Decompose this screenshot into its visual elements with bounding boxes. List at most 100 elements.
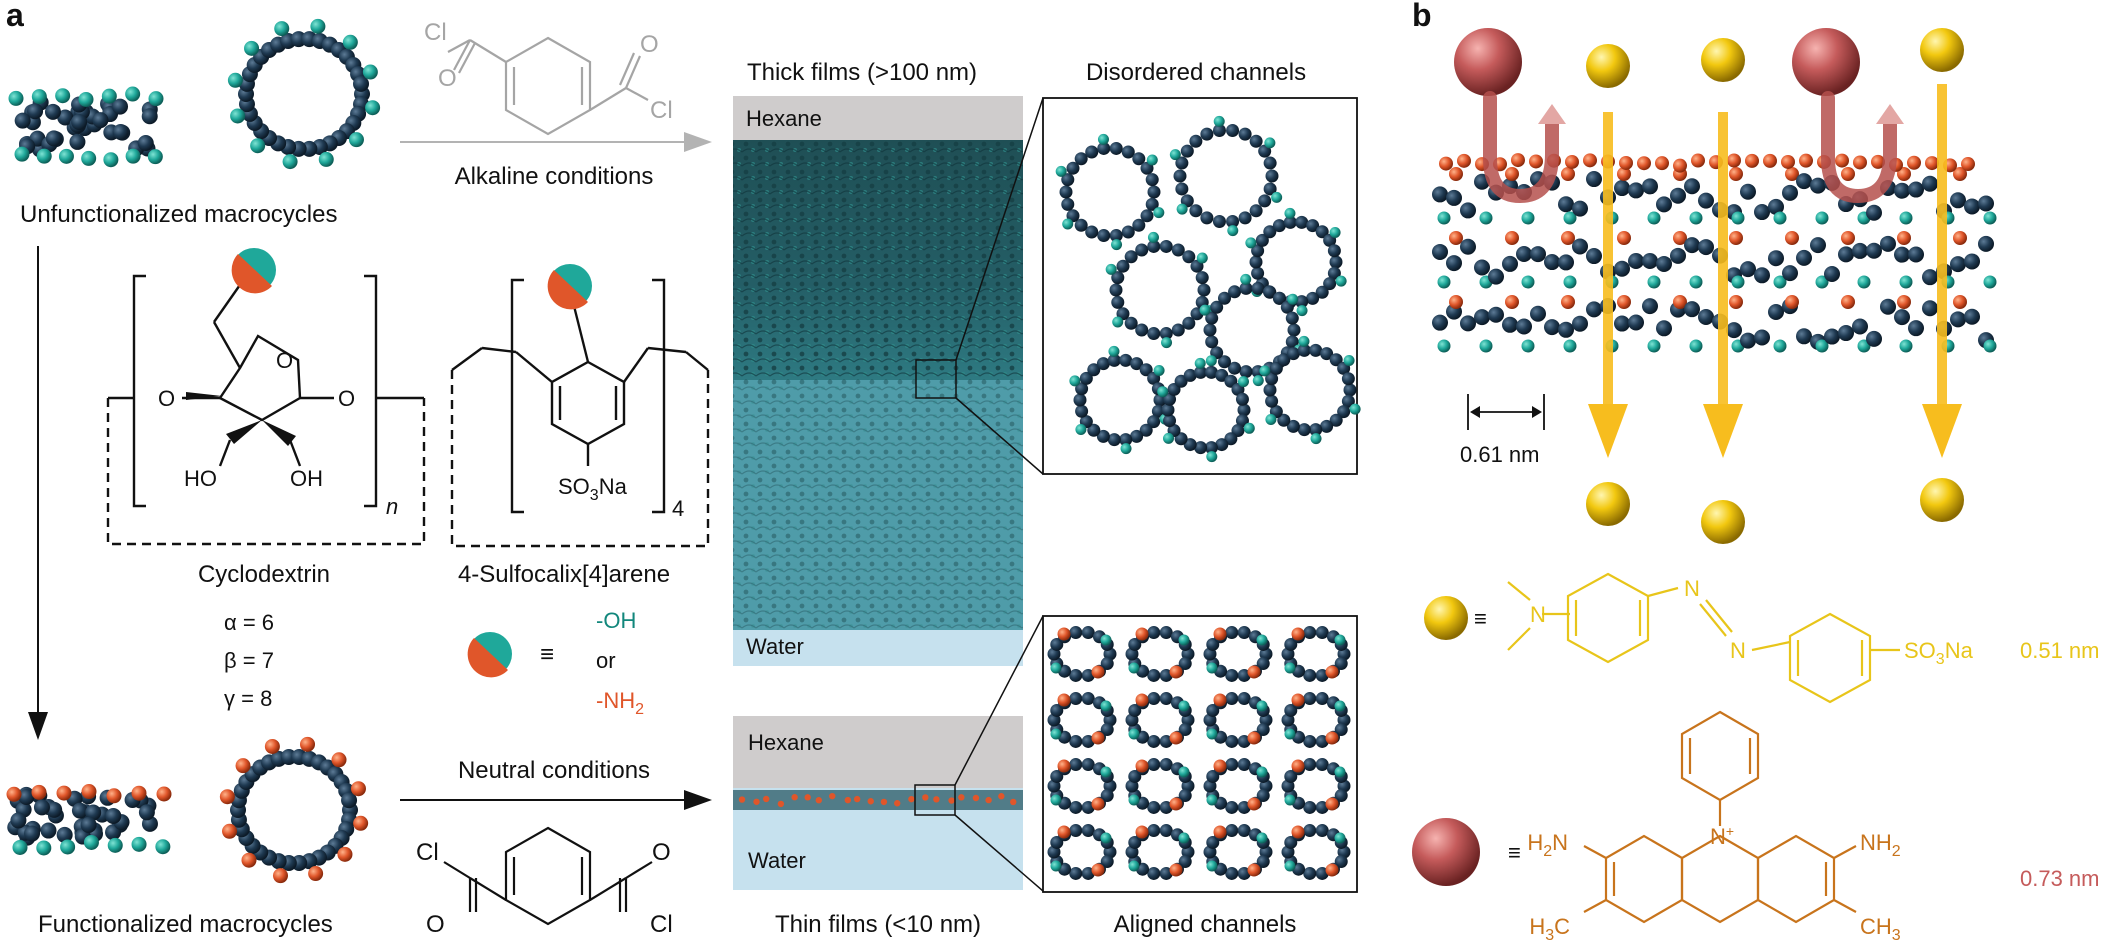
aligned-orange-bead [1091,863,1105,877]
side-bead [71,113,88,130]
membrane-bead [1810,237,1826,254]
ring-bead [353,75,370,92]
aligned-orange-bead [1213,627,1227,641]
side-bead [138,804,155,821]
methyl-orange-ball [1586,482,1630,526]
disordered-ring-bead [1182,316,1196,330]
unfunctionalized-label: Unfunctionalized macrocycles [20,201,337,228]
aligned-lattice-bead [1081,734,1095,748]
disordered-ring-bead [1249,134,1263,148]
disordered-ring-bead [1109,229,1123,243]
acyl-carbonyl-o-top-left: O [438,65,457,92]
disordered-teal-bead [1298,335,1310,347]
aligned-lattice-bead [1081,824,1095,838]
aligned-lattice-bead [1159,692,1173,706]
disordered-ring-bead [1205,311,1219,325]
teal-bead [250,138,266,154]
calixarene-subscript-4: 4 [672,496,684,521]
membrane-teal-bead [1731,211,1745,225]
calixarene-functional-bead [547,264,592,310]
disordered-ring-bead [1285,335,1299,349]
membrane-bead [1544,254,1560,271]
aligned-lattice-bead [1315,626,1329,640]
membrane-bead [1698,192,1714,209]
disordered-teal-bead [1199,304,1211,316]
aligned-teal-bead [1334,634,1346,646]
disordered-ring-bead [1171,243,1185,257]
disordered-teal-bead [1271,191,1283,203]
disordered-teal-bead [1349,403,1361,415]
legend-hydroxyl: -OH [596,608,636,633]
disordered-ring-bead [1139,363,1153,377]
disordered-ring-bead [1285,311,1299,325]
aligned-teal-bead [1050,728,1062,740]
disordered-teal-bead [1147,231,1159,243]
thick-film-zoom-box [915,359,957,399]
aligned-lattice-bead [1303,626,1317,640]
membrane-orange-bead [1961,157,1975,172]
disordered-ring-bead [1204,365,1218,379]
disordered-ring-bead [1145,197,1159,211]
membrane-orange-bead [1953,167,1967,181]
membrane-orange-bead [1841,167,1855,181]
disordered-teal-bead [1287,293,1299,305]
functionalized-label: Functionalized macrocycles [38,911,333,938]
thin-film-bead [908,795,915,803]
aligned-lattice-bead [1147,800,1161,814]
membrane-bead [1866,204,1882,221]
disordered-ring-bead [1197,283,1211,297]
aligned-lattice-bead [1069,626,1083,640]
membrane-teal-bead [1689,275,1703,289]
aligned-lattice-bead [1069,800,1083,814]
disordered-teal-bead [1343,354,1355,366]
aligned-lattice-bead [1069,758,1083,772]
membrane-bead [1558,321,1574,338]
disordered-ring-bead [1132,152,1146,166]
teal-bead [36,840,52,856]
membrane-bead [1796,249,1812,266]
membrane-teal-bead [1479,211,1493,225]
membrane-bead [1824,265,1840,282]
aligned-teal-bead [1206,728,1218,740]
membrane-bead [1628,314,1644,331]
disordered-ring-bead [1175,182,1189,196]
membrane-bead [1684,178,1700,195]
aligned-lattice-bead [1303,758,1317,772]
aligned-lattice-bead [1081,668,1095,682]
cyclodextrin-subscript-n: n [386,494,398,519]
membrane-bead [1894,182,1910,199]
membrane-bead [1698,239,1714,256]
cyclodextrin-size-alpha: α = 6 [224,610,274,635]
disordered-teal-bead [1245,237,1257,249]
membrane-teal-bead [1899,339,1913,353]
membrane-bead [1474,259,1490,276]
disordered-ring-bead [1147,327,1161,341]
disordered-ring-bead [1297,423,1311,437]
aligned-lattice-bead [1303,866,1317,880]
disordered-ring-bead [1263,383,1277,397]
membrane-bead [1880,235,1896,252]
disordered-ring-bead [1097,141,1111,155]
aligned-lattice-bead [1225,824,1239,838]
membrane-bead [1978,195,1994,212]
aligned-orange-bead [1057,825,1071,839]
membrane-bead [1656,255,1672,272]
cyclodextrin-size-gamma: γ = 8 [224,686,272,711]
membrane-orange-bead [1673,231,1687,245]
aligned-teal-bead [1050,860,1062,872]
disordered-teal-bead [1146,154,1158,166]
teal-bead [55,88,71,104]
orange-bead [31,784,47,800]
membrane-orange-bead [1617,295,1631,309]
aligned-lattice-bead [1237,692,1251,706]
membrane-bead [1544,319,1560,336]
disordered-ring-bead [1097,229,1111,243]
membrane-orange-bead [1505,167,1519,181]
membrane-bead [1754,204,1770,221]
aligned-orange-bead [1247,731,1261,745]
aligned-teal-bead [1178,634,1190,646]
membrane-teal-bead [1815,211,1829,225]
membrane-bead [1684,237,1700,254]
membrane-bead [1684,301,1700,318]
aligned-lattice-bead [1315,668,1329,682]
